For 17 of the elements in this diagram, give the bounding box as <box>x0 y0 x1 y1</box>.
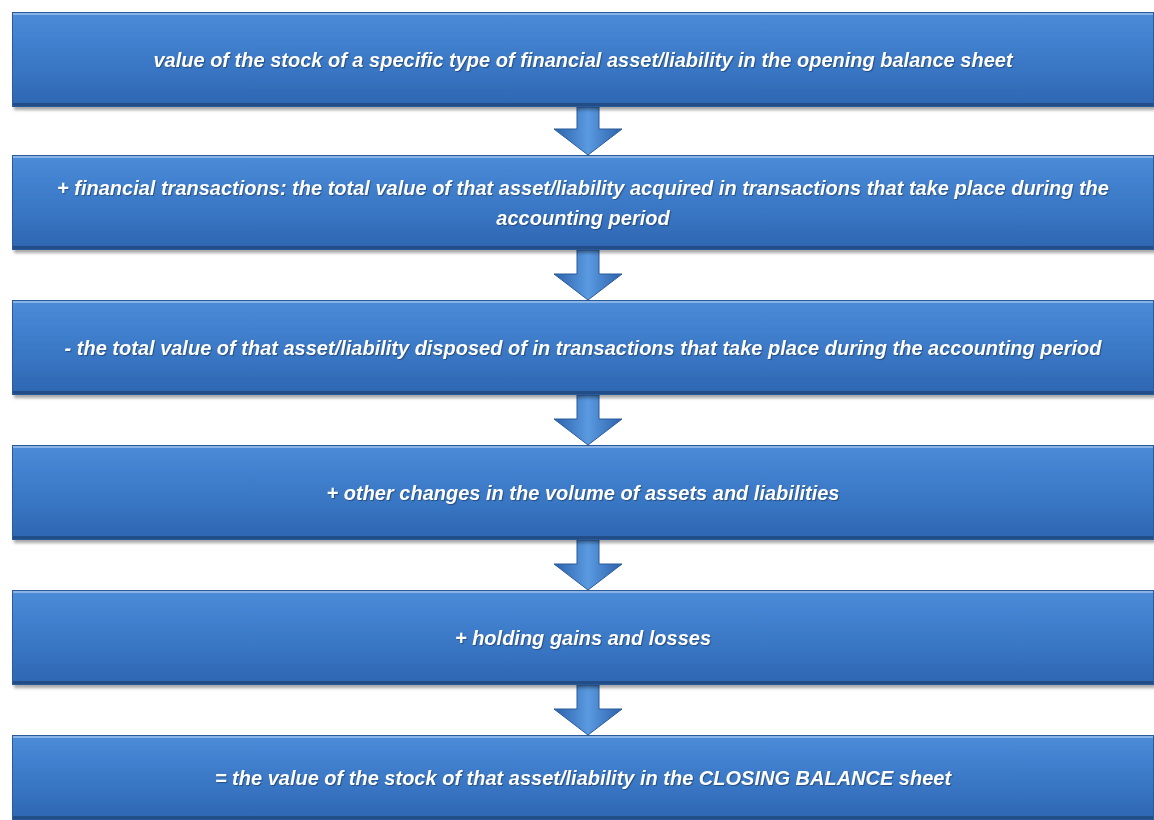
process-box <box>12 590 1154 685</box>
block-arrow <box>553 539 623 591</box>
box-text: + holding gains and losses <box>454 625 712 651</box>
block-arrow <box>553 684 623 736</box>
box-text: - the total value of that asset/liability disposed of in transactions that take place during the accounting period <box>64 335 1102 361</box>
process-box <box>12 445 1154 540</box>
block-arrow <box>553 394 623 446</box>
box-text: + financial transactions: the total value of that asset/liability acquired in transactions that take place during the accounting period <box>56 175 1110 231</box>
block-arrow <box>553 106 623 156</box>
box-text: = the value of the stock of that asset/liability in the CLOSING BALANCE sheet <box>214 765 952 791</box>
block-arrow <box>553 249 623 301</box>
process-box <box>12 155 1154 250</box>
process-box <box>12 735 1154 820</box>
process-box <box>12 300 1154 395</box>
process-box <box>12 12 1154 107</box>
box-text: value of the stock of a specific type of financial asset/liability in the opening balance sheet <box>153 47 1013 73</box>
box-text: + other changes in the volume of assets and liabilities <box>326 480 840 506</box>
